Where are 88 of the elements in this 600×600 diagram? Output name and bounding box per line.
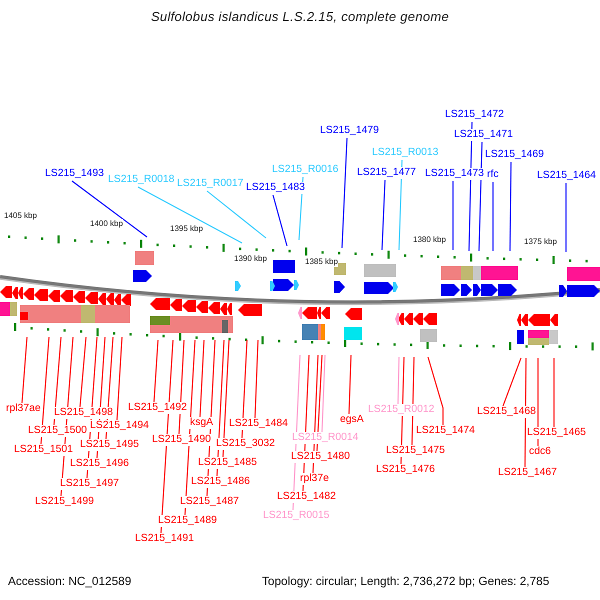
gene-label: LS215_1493 [44,168,105,180]
gene-label: LS215_1483 [245,182,306,194]
gene-label: LS215_1495 [79,439,140,451]
gene-label: LS215_1500 [27,425,88,437]
gene-label: LS215_1499 [34,496,95,508]
leader-line [79,336,87,408]
gene-label: LS215_1489 [157,515,218,527]
gene-label: LS215_1472 [444,109,505,121]
gene-label: LS215_1490 [151,434,212,446]
gene-label: LS215_1486 [190,476,251,488]
leader-line [272,194,288,246]
footer-text: Topology: circular; Length: 2,736,272 bp; Genes: 2,785 [262,574,550,588]
leader-line [411,356,415,446]
leader-line [72,180,148,238]
gene-label: LS215_R0012 [367,404,436,416]
leader-line [178,340,185,434]
leader-line [427,356,444,425]
gene-label: LS215_1475 [385,445,446,457]
gene-label: LS215_1477 [356,167,417,179]
gene-label: LS215_1501 [13,444,74,456]
leader-line [502,358,522,406]
gene-label: LS215_R0014 [291,432,360,444]
gene-label: LS215_1469 [484,149,545,161]
gene-label: LS215_1497 [59,478,120,490]
leader-line [53,336,62,426]
leader-line [321,354,326,432]
gene-label: LS215_1473 [424,168,485,180]
gene-label: LS215_1498 [53,407,114,419]
leader-line [206,190,266,238]
leader-line [397,356,400,404]
gene-label: LS215_1482 [276,491,337,503]
leader-line [398,160,403,250]
gene-label: LS215_1494 [89,420,150,432]
leader-line [537,358,539,446]
gene-label: LS215_1492 [127,402,188,414]
gene-label: LS215_1487 [179,496,240,508]
gene-label: ksgA [189,417,214,429]
leader-line [452,181,454,250]
gene-label: LS215_R0013 [371,147,440,159]
gene-label: LS215_R0018 [107,174,176,186]
gene-label: LS215_3032 [215,438,276,450]
gene-label: LS215_1485 [197,457,258,469]
leader-line [254,340,259,418]
scale-label: 1380 kbp [413,235,446,245]
gene-label: LS215_1480 [290,451,351,463]
gene-label: LS215_1491 [134,533,195,545]
scale-label: 1385 kbp [305,257,338,267]
leader-line [492,182,494,251]
scale-label: 1405 kbp [4,211,37,221]
leader-line [524,358,527,467]
leader-line [21,336,28,404]
gene-label: rpl37e [299,473,330,485]
gene-label: LS215_1476 [375,464,436,476]
gene-label: LS215_R0015 [262,510,330,522]
gene-label: LS215_R0017 [176,178,244,190]
gene-label: LS215_1468 [476,406,537,418]
leader-line [509,162,512,251]
gene-label: LS215_1496 [69,458,130,470]
gene-label: egsA [339,414,365,426]
leader-line [222,340,230,458]
leader-line [153,340,159,402]
gene-label: LS215_R0016 [271,164,340,176]
leader-line [381,180,386,250]
scale-label: 1395 kbp [170,224,203,234]
gene-label: rpl37ae [5,403,42,415]
gene-label: LS215_1467 [497,467,558,479]
footer-text: Accession: NC_012589 [8,574,132,588]
leader-line [341,138,348,248]
gene-label: LS215_1464 [536,170,597,182]
gene-label: LS215_1484 [228,418,289,430]
gene-label: LS215_1474 [415,425,476,437]
scale-label: 1390 kbp [234,254,267,264]
leader-line [553,358,555,427]
scale-label: 1400 kbp [90,219,123,229]
leader-line [478,142,483,252]
leader-line [348,354,352,414]
leader-line [40,336,50,444]
map-title: Sulfolobus islandicus L.S.2.15, complete genome [150,9,450,24]
leader-line [199,340,205,418]
leader-line [565,183,567,252]
gene-label: LS215_1471 [453,129,514,141]
leader-line [316,354,323,452]
leader-line [138,186,242,244]
leader-line [116,336,123,420]
gene-label: LS215_1465 [526,427,587,439]
gene-label: LS215_1479 [319,125,380,137]
scale-label: 1375 kbp [524,237,557,247]
leader-line [241,340,248,438]
